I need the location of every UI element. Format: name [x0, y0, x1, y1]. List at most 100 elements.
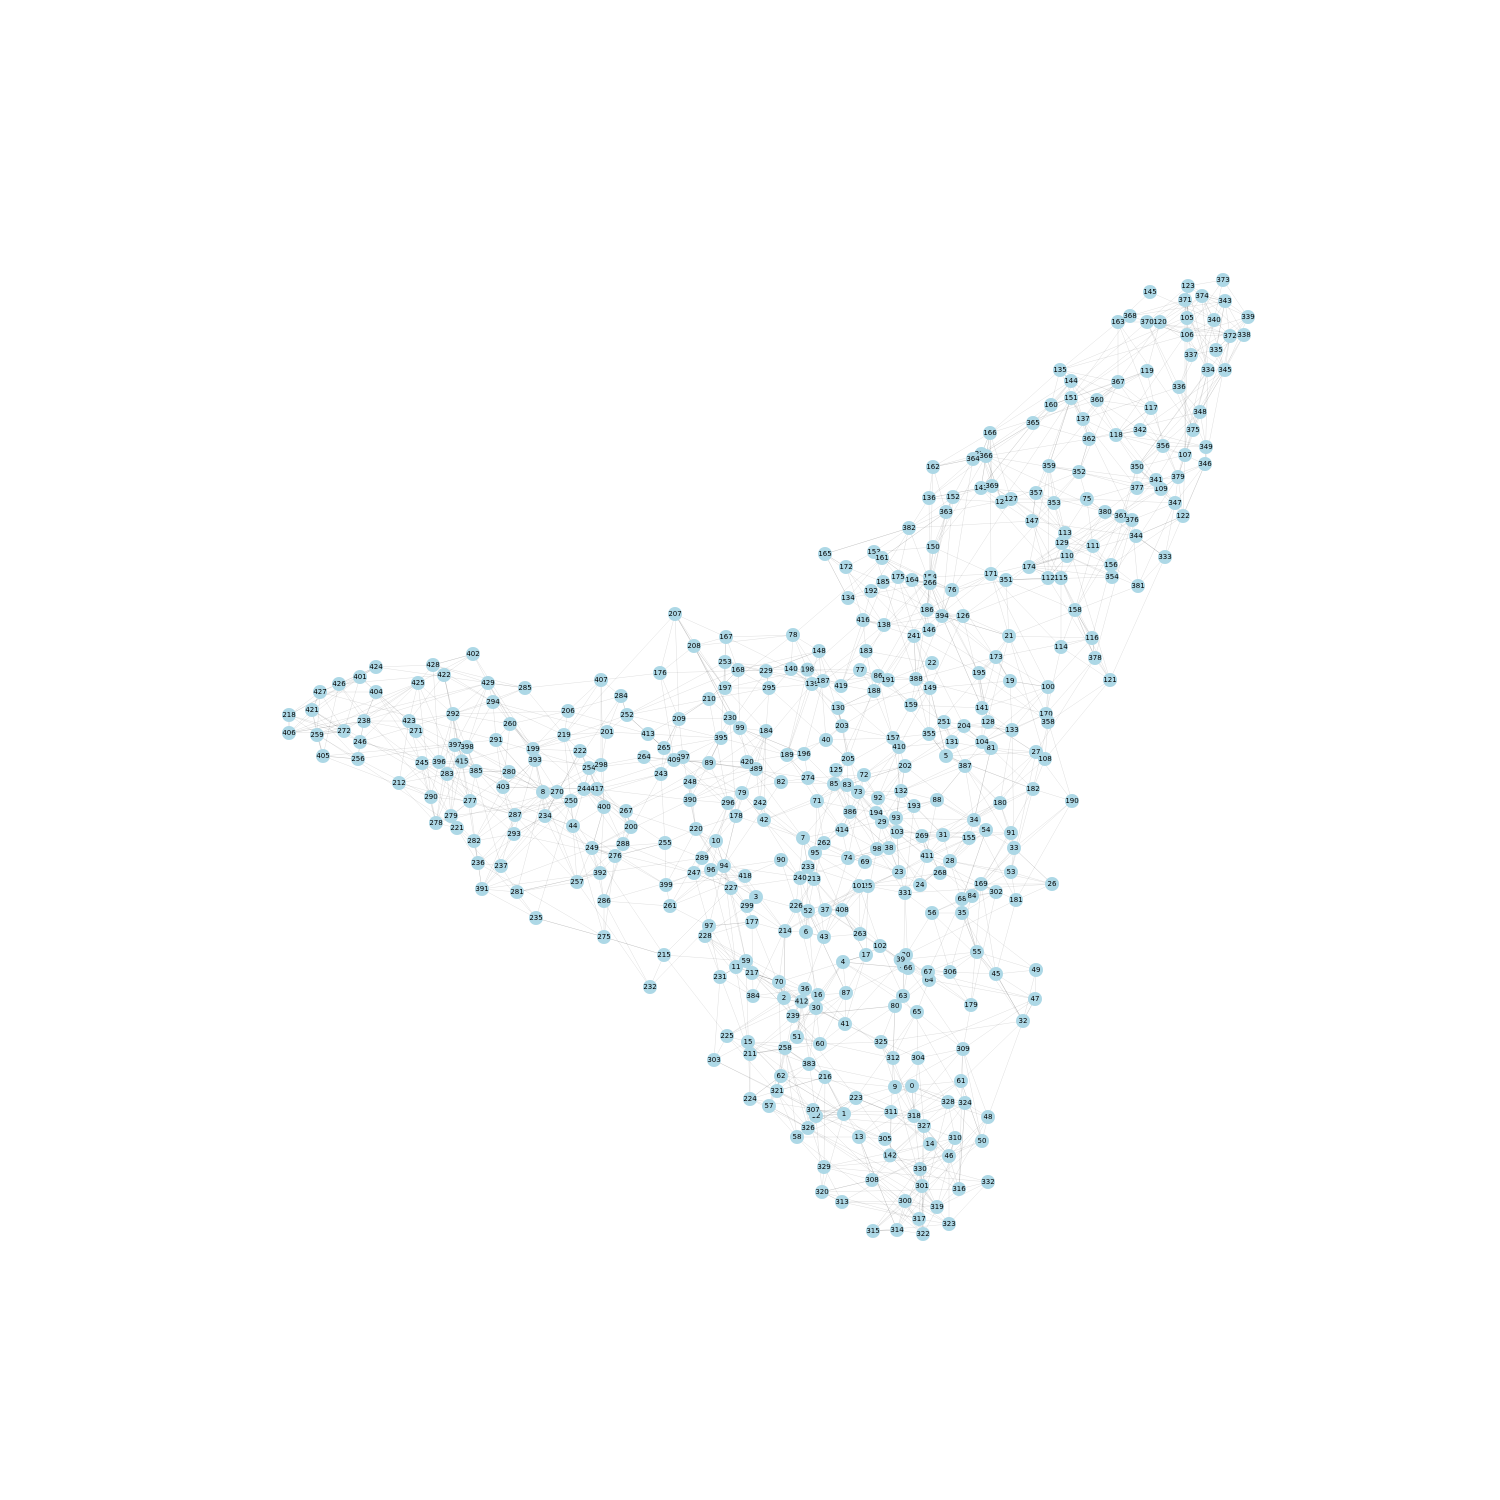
node-label: 259 — [310, 731, 323, 739]
edge-243-250 — [570, 773, 662, 802]
edge-215-225 — [663, 954, 728, 1037]
node-label: 315 — [866, 1227, 879, 1235]
node-label: 267 — [619, 807, 632, 815]
node-label: 360 — [1090, 396, 1103, 404]
node-label: 385 — [469, 767, 482, 775]
graph-node: 315 — [866, 1224, 880, 1238]
edge-126-241 — [913, 615, 964, 637]
edge-41-412 — [801, 1001, 846, 1025]
node-label: 383 — [802, 1060, 815, 1068]
edge-206-260 — [509, 710, 569, 725]
edge-168-252 — [626, 669, 739, 716]
edge-163-135 — [1059, 321, 1119, 371]
node-label: 244 — [577, 785, 591, 793]
node-label: 197 — [718, 684, 731, 692]
node-label: 333 — [1158, 553, 1171, 561]
graph-node: 407 — [594, 673, 608, 687]
graph-node: 311 — [884, 1105, 898, 1119]
graph-node: 333 — [1158, 550, 1172, 564]
edge-285-407 — [524, 679, 602, 689]
edge-256-259 — [316, 734, 359, 760]
node-label: 49 — [1032, 966, 1041, 974]
graph-node: 409 — [667, 753, 681, 767]
node-label: 351 — [999, 576, 1012, 584]
edge-109-361 — [1120, 488, 1162, 517]
edge-312-80 — [892, 1005, 897, 1059]
edge-65-312 — [892, 1011, 918, 1059]
graph-node: 26 — [1045, 877, 1059, 891]
edge-11-15 — [735, 966, 749, 1043]
graph-node: 365 — [1026, 416, 1040, 430]
edge-99-189 — [739, 727, 788, 756]
edge-122-156 — [1110, 515, 1184, 566]
graph-node: 16 — [811, 988, 825, 1002]
edge-125-386 — [835, 769, 851, 813]
edge-79-297 — [682, 756, 743, 794]
node-label: 60 — [816, 1040, 825, 1048]
edge-106-372 — [1186, 334, 1231, 338]
graph-node: 213 — [807, 872, 821, 886]
graph-node: 384 — [746, 989, 760, 1003]
graph-node: 83 — [840, 778, 854, 792]
edge-2-214 — [783, 930, 787, 999]
node-label: 344 — [1129, 532, 1143, 540]
edge-265-395 — [663, 737, 722, 749]
node-label: 53 — [1007, 868, 1016, 876]
node-label: 413 — [641, 730, 654, 738]
node-label: 415 — [455, 757, 468, 765]
edge-248-389 — [689, 768, 757, 783]
graph-node: 378 — [1088, 651, 1102, 665]
node-label: 82 — [777, 778, 786, 786]
graph-node: 306 — [943, 965, 957, 979]
node-label: 220 — [689, 825, 702, 833]
edge-179-169 — [970, 883, 982, 1006]
node-label: 265 — [657, 744, 670, 752]
node-label: 321 — [770, 1087, 783, 1095]
node-label: 418 — [738, 872, 751, 880]
node-label: 257 — [570, 878, 583, 886]
graph-node: 230 — [723, 711, 737, 725]
node-label: 59 — [742, 957, 751, 965]
edge-226-16 — [795, 905, 819, 996]
node-label: 156 — [1104, 561, 1118, 569]
node-label: 118 — [1109, 431, 1122, 439]
node-label: 47 — [1031, 995, 1040, 1003]
edge-93-34 — [895, 817, 975, 822]
graph-node: 341 — [1149, 473, 1163, 487]
graph-node: 375 — [1186, 423, 1200, 437]
node-label: 246 — [353, 738, 367, 746]
node-label: 97 — [705, 922, 714, 930]
edge-293-393 — [513, 759, 536, 835]
graph-node: 327 — [917, 1119, 931, 1133]
graph-node: 188 — [867, 684, 881, 698]
edge-58-321 — [776, 1090, 798, 1138]
edge-196-99 — [739, 727, 805, 755]
edge-261-286 — [603, 900, 671, 907]
edge-45-169 — [980, 883, 997, 975]
edge-126-21 — [962, 615, 1010, 637]
node-label: 334 — [1201, 366, 1215, 374]
edge-238-406 — [288, 720, 365, 734]
graph-node: 293 — [507, 827, 521, 841]
node-label: 213 — [807, 875, 820, 883]
edge-4-65 — [842, 961, 918, 1013]
node-label: 357 — [1029, 489, 1042, 497]
edge-113-366 — [985, 455, 1066, 534]
node-label: 100 — [1041, 683, 1054, 691]
graph-node: 363 — [939, 505, 953, 519]
node-label: 159 — [904, 701, 917, 709]
node-label: 46 — [945, 1152, 954, 1160]
node-label: 236 — [471, 859, 485, 867]
edge-215-275 — [603, 936, 665, 956]
graph-node: 339 — [1241, 310, 1255, 324]
node-label: 227 — [724, 884, 737, 892]
node-label: 256 — [351, 755, 365, 763]
edge-147-344 — [1031, 520, 1137, 537]
node-label: 188 — [867, 687, 880, 695]
edge-235-250 — [535, 800, 572, 919]
node-label: 117 — [1144, 404, 1157, 412]
graph-node: 391 — [475, 882, 489, 896]
edge-370-160 — [1050, 321, 1148, 406]
node-label: 121 — [1103, 676, 1116, 684]
node-label: 17 — [862, 951, 871, 959]
